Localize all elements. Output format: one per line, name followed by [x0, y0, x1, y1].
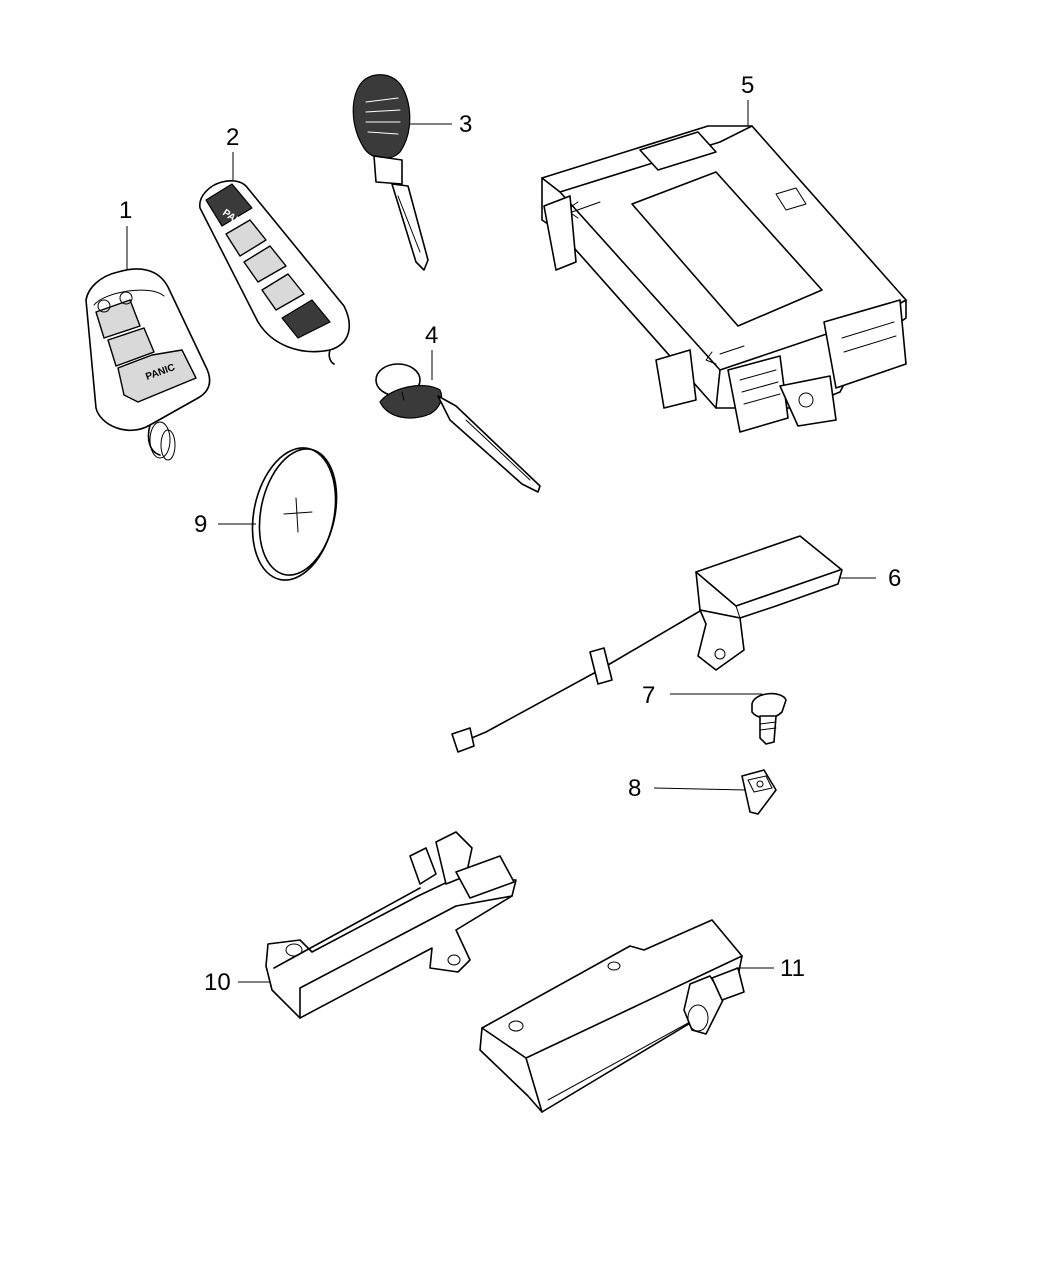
- part-9-battery: [251, 447, 338, 581]
- part-1-key-fob: PANIC: [85, 268, 211, 461]
- callout-11: 11: [780, 955, 805, 982]
- part-2-fobik: PANIC: [199, 180, 351, 365]
- callout-8: 8: [628, 775, 641, 802]
- part-4-emergency-key: [375, 363, 541, 493]
- part-8-clip-nut: [741, 769, 777, 815]
- part-7-bolt: [751, 692, 787, 745]
- part-6-antenna: [451, 535, 843, 753]
- part-11-antenna-module: [479, 919, 745, 1113]
- callout-6: 6: [888, 565, 901, 592]
- callout-3: 3: [459, 111, 472, 138]
- callout-7: 7: [642, 682, 655, 709]
- callout-10: 10: [204, 969, 231, 996]
- callout-9: 9: [194, 511, 207, 538]
- leader-8: [653, 787, 747, 791]
- callout-4: 4: [425, 322, 438, 349]
- callout-2: 2: [226, 124, 239, 151]
- callout-5: 5: [741, 72, 754, 99]
- part-5-module: [541, 125, 907, 433]
- callout-1: 1: [119, 197, 132, 224]
- part-10-antenna-module: [265, 831, 517, 1019]
- part-3-key: [352, 74, 429, 271]
